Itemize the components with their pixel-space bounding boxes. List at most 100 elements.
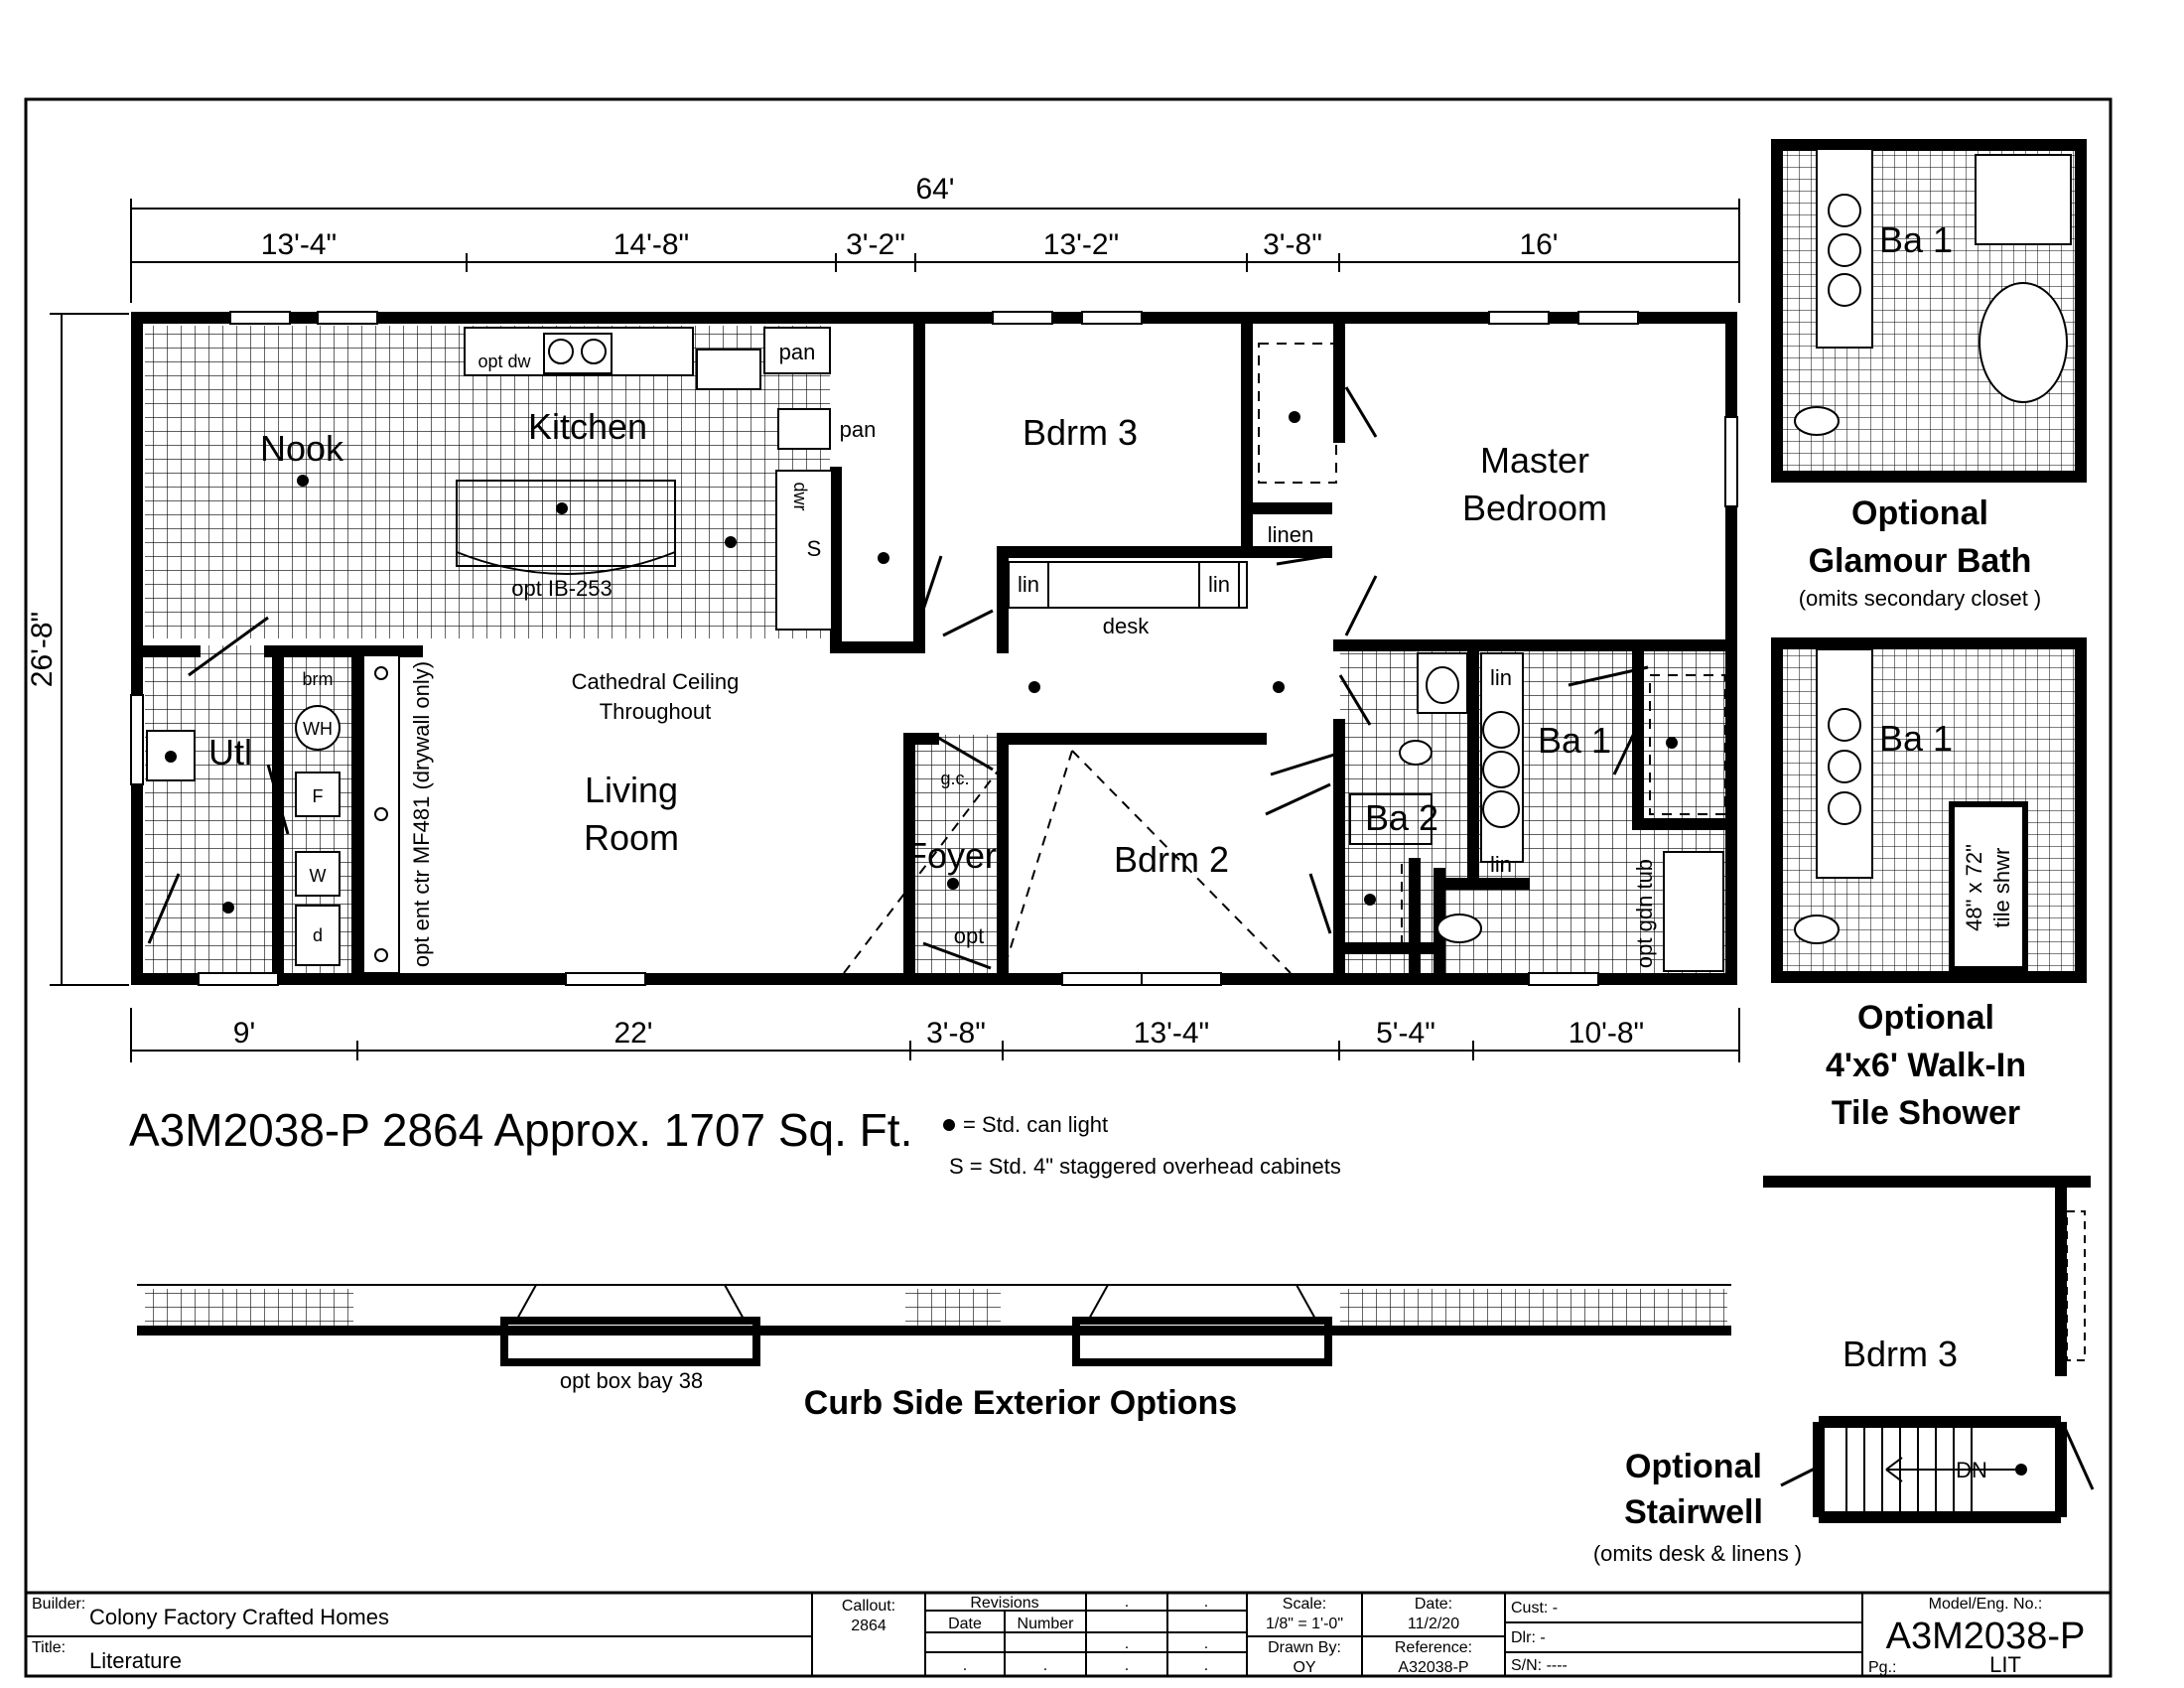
fixture-labels: opt dw pan pan dwr S opt IB-253 linen li… — [303, 340, 1658, 968]
door-swings — [147, 386, 1649, 970]
label-d: d — [313, 925, 323, 945]
dim-overall-width: 64' — [915, 173, 954, 206]
tb-date-col: Date — [948, 1616, 982, 1632]
room-master-1: Master — [1480, 440, 1589, 481]
label-lin-desk-left: lin — [1018, 572, 1039, 597]
glamour-title-1: Optional — [1851, 494, 1988, 532]
tb-dot-5: . — [963, 1657, 967, 1674]
tb-number-col: Number — [1018, 1616, 1075, 1632]
stairwell-inset — [1763, 1176, 2095, 1523]
room-labels: Nook Kitchen Bdrm 3 Master Bedroom Utl L… — [208, 406, 1611, 880]
label-lin-ba1-top: lin — [1490, 665, 1512, 690]
dim-bottom-5: 5'-4" — [1376, 1017, 1435, 1050]
dim-top-6: 16' — [1519, 228, 1558, 261]
dim-top-1: 13'-4" — [261, 228, 337, 261]
tb-builder-label: Builder: — [32, 1596, 85, 1613]
label-pan-2: pan — [840, 417, 877, 442]
legend-cabinets: S = Std. 4" staggered overhead cabinets — [949, 1154, 1341, 1179]
tb-model: A3M2038-P — [1886, 1616, 2086, 1657]
label-lin-ba1-bottom: lin — [1490, 852, 1512, 877]
label-w: W — [310, 866, 327, 886]
stair-title-1: Optional — [1625, 1448, 1762, 1485]
room-foyer: Foyer — [905, 835, 997, 876]
room-bdrm3: Bdrm 3 — [1023, 412, 1138, 453]
tb-revisions: Revisions — [970, 1595, 1038, 1612]
label-opt-dw: opt dw — [478, 352, 531, 371]
windows — [130, 311, 1738, 986]
model-line: A3M2038-P 2864 Approx. 1707 Sq. Ft. — [129, 1104, 912, 1156]
tb-pg-label: Pg.: — [1868, 1659, 1896, 1676]
stair-room-label: Bdrm 3 — [1843, 1334, 1958, 1374]
dim-top-2: 14'-8" — [614, 228, 689, 261]
tb-dot-7: . — [1125, 1657, 1129, 1674]
bath-fixtures — [1349, 652, 1724, 972]
label-cathedral-1: Cathedral Ceiling — [572, 669, 740, 694]
glamour-room-label: Ba 1 — [1879, 219, 1953, 260]
tb-date: 11/2/20 — [1408, 1616, 1459, 1632]
label-linen: linen — [1268, 522, 1313, 547]
utility-appliances — [146, 654, 400, 974]
tb-dot-3: . — [1125, 1635, 1129, 1652]
room-ba1: Ba 1 — [1538, 720, 1611, 761]
curb-side-elevation — [137, 1284, 1731, 1366]
label-opt: opt — [954, 923, 985, 948]
tb-drawn-label: Drawn By: — [1268, 1639, 1341, 1656]
room-bdrm2: Bdrm 2 — [1114, 839, 1229, 880]
label-ent-ctr: opt ent ctr MF481 (drywall only) — [409, 661, 434, 967]
tb-dot-8: . — [1204, 1657, 1208, 1674]
dim-bottom-2: 22' — [614, 1017, 652, 1050]
tb-callout: 2864 — [851, 1618, 887, 1634]
room-living-2: Room — [584, 817, 679, 858]
dashed-lines — [843, 343, 1726, 974]
label-opt-island: opt IB-253 — [511, 576, 613, 601]
island-bar-curve — [456, 551, 676, 575]
walkin-title-2: 4'x6' Walk-In — [1826, 1047, 2026, 1084]
walkin-title-3: Tile Shower — [1832, 1094, 2020, 1132]
label-lin-desk-right: lin — [1208, 572, 1230, 597]
tb-cust: Cust: - — [1511, 1600, 1558, 1617]
tb-drawn: OY — [1293, 1659, 1315, 1676]
title-block-text: Builder: Colony Factory Crafted Homes Ti… — [32, 1594, 2085, 1677]
tb-dot-2: . — [1204, 1594, 1208, 1611]
glamour-title-2: Glamour Bath — [1809, 542, 2032, 580]
tb-sn: S/N: ---- — [1511, 1657, 1568, 1674]
label-cathedral-2: Throughout — [600, 699, 712, 724]
kitchen-cabinets — [456, 327, 833, 631]
tb-dlr: Dlr: - — [1511, 1629, 1546, 1646]
dim-bottom-3: 3'-8" — [926, 1017, 986, 1050]
walkin-room-label: Ba 1 — [1879, 718, 1953, 759]
tb-scale-label: Scale: — [1283, 1596, 1326, 1613]
legend-can-light: = Std. can light — [963, 1112, 1108, 1137]
can-lights — [165, 411, 1678, 914]
dim-overall-depth: 26'-8" — [26, 612, 59, 687]
dim-bottom-1: 9' — [233, 1017, 255, 1050]
dim-top-5: 3'-8" — [1263, 228, 1322, 261]
tb-reference-label: Reference: — [1395, 1639, 1472, 1656]
legend-can-light-dot — [943, 1119, 955, 1131]
sink-circle-left — [548, 339, 574, 364]
dim-bottom-6: 10'-8" — [1569, 1017, 1644, 1050]
label-wh: WH — [303, 719, 333, 739]
glamour-note: (omits secondary closet ) — [1799, 586, 2042, 611]
tb-dot-4: . — [1204, 1635, 1208, 1652]
tb-title-label: Title: — [32, 1639, 66, 1656]
curb-side-title: Curb Side Exterior Options — [804, 1384, 1237, 1422]
label-brm: brm — [303, 669, 334, 689]
tb-pg: LIT — [1989, 1652, 2021, 1677]
title-block-grid — [26, 1591, 2111, 1676]
tb-dot-1: . — [1125, 1594, 1129, 1611]
label-dwr: dwr — [790, 482, 810, 510]
tb-model-label: Model/Eng. No.: — [1929, 1596, 2043, 1613]
room-master-2: Bedroom — [1462, 488, 1607, 528]
sheet-border — [24, 97, 2113, 1678]
label-gdn-tub: opt gdn tub — [1632, 859, 1657, 968]
tb-reference: A32038-P — [1398, 1659, 1468, 1676]
sink-circle-right — [581, 339, 607, 364]
label-pan-1: pan — [779, 340, 816, 364]
dim-top-4: 13'-2" — [1043, 228, 1119, 261]
label-f: F — [313, 786, 324, 806]
dim-top-3: 3'-2" — [846, 228, 905, 261]
glamour-bath-inset: Ba 1 — [1771, 139, 2087, 483]
tb-date-label: Date: — [1415, 1596, 1452, 1613]
